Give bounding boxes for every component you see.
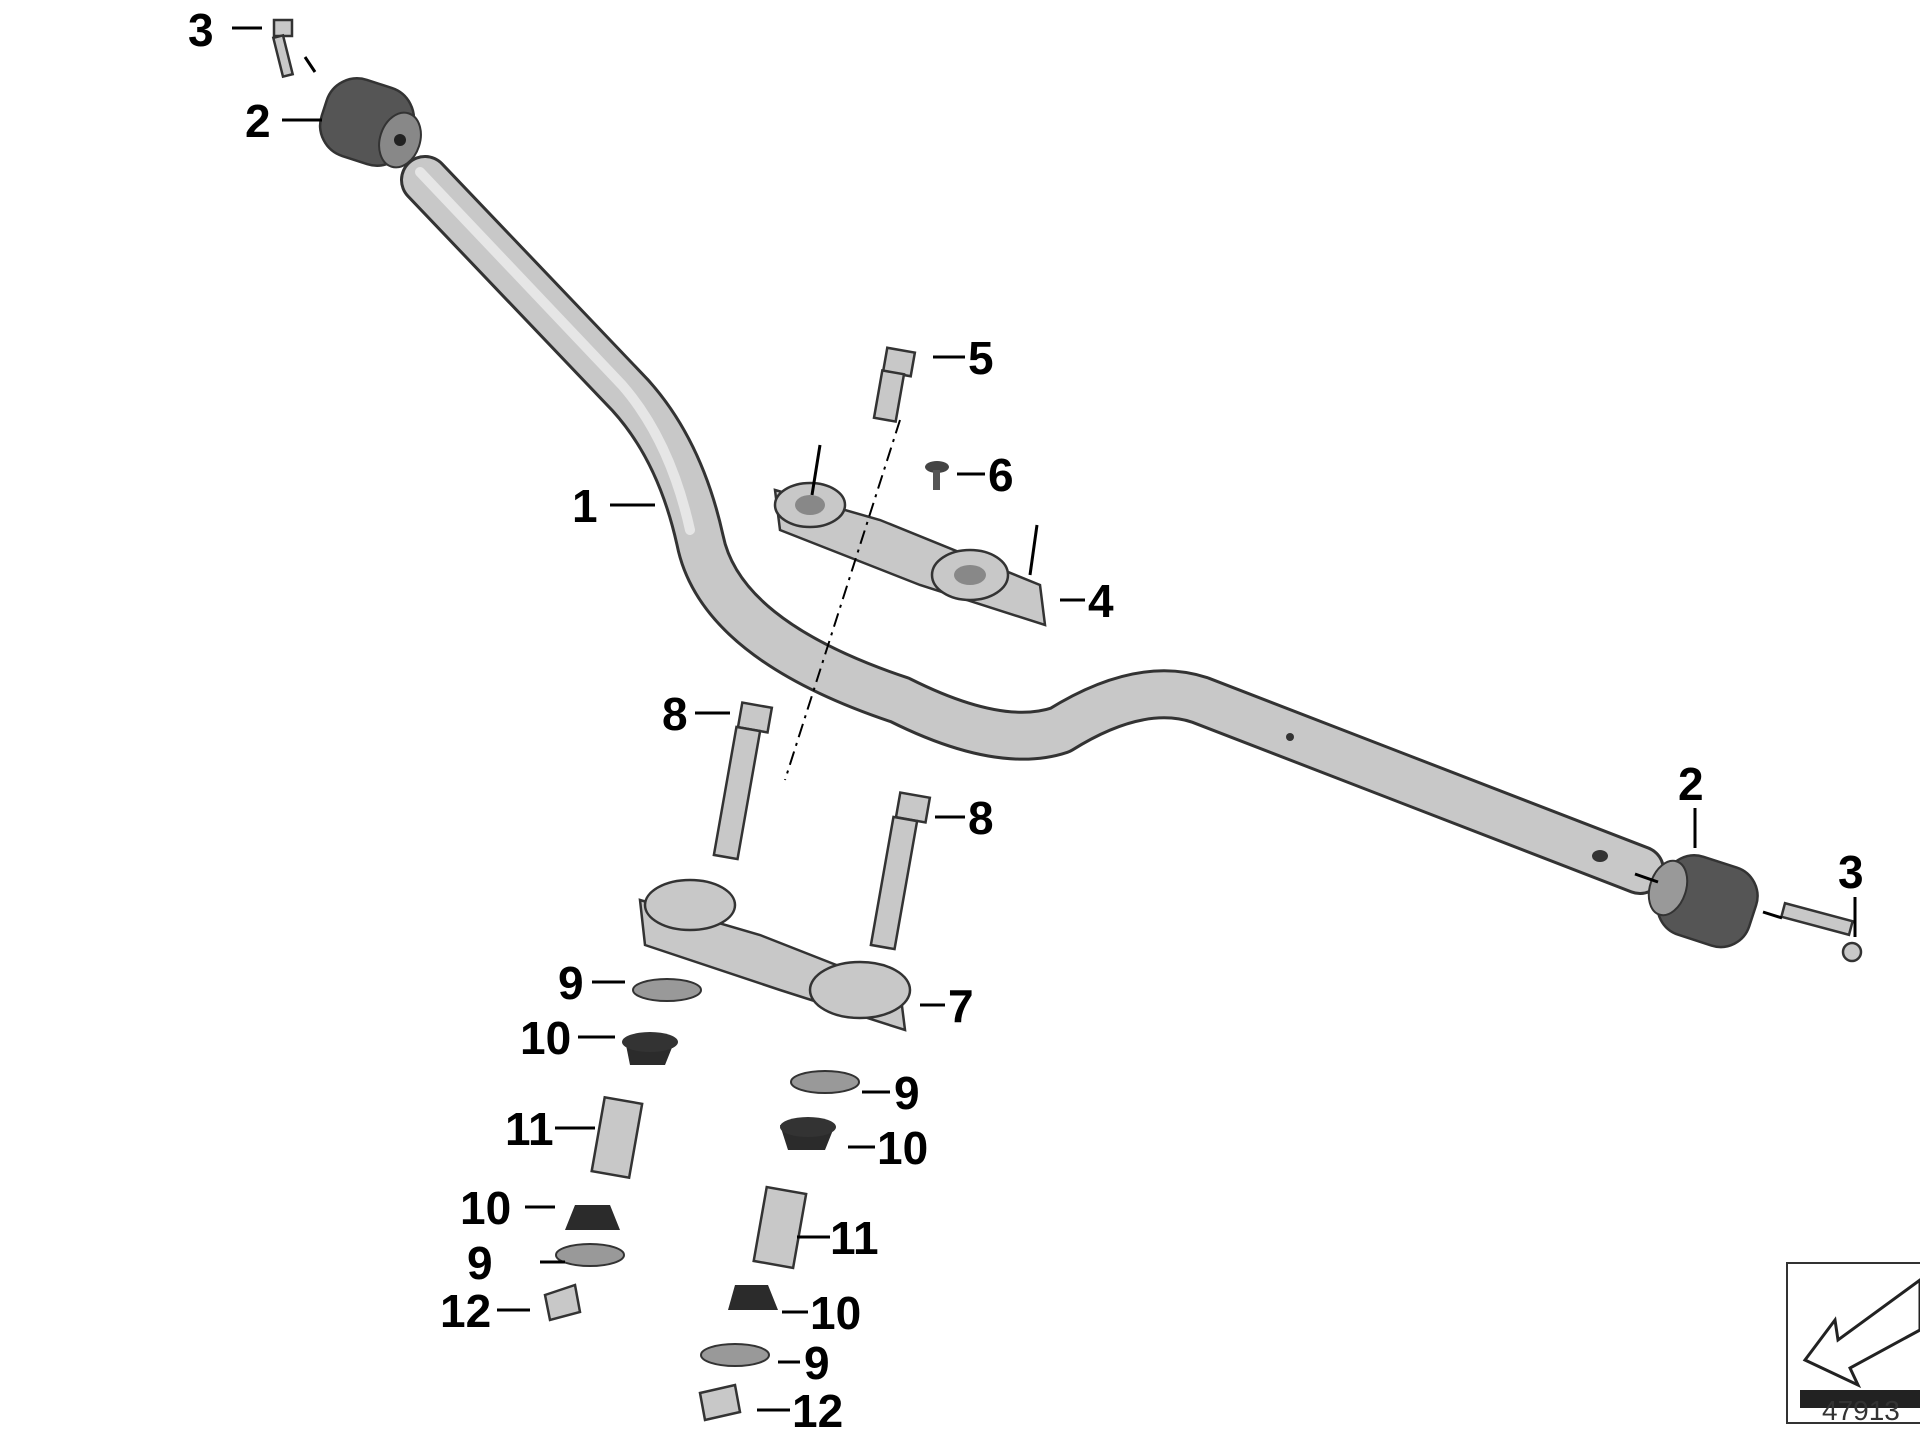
upper-clamp bbox=[773, 444, 1047, 627]
reference-box: 47913 bbox=[1786, 1262, 1920, 1426]
bar-end-weight-left bbox=[318, 77, 422, 169]
callout-label: 8 bbox=[662, 688, 688, 740]
callout-label: 5 bbox=[968, 332, 994, 384]
long-bolt-right bbox=[869, 791, 932, 951]
callout-label: 6 bbox=[988, 449, 1014, 501]
assembly-axis bbox=[784, 419, 901, 781]
washer-stack-left bbox=[543, 978, 702, 1322]
callout-label: 10 bbox=[877, 1122, 928, 1174]
callout-label: 9 bbox=[804, 1337, 830, 1389]
bar-end-weight-right bbox=[1647, 854, 1759, 949]
callout-label: 3 bbox=[188, 4, 214, 56]
leader-lines bbox=[232, 26, 1857, 1412]
direction-arrow-icon bbox=[1800, 1278, 1920, 1408]
callout-label: 2 bbox=[1678, 758, 1704, 810]
reference-number: 47913 bbox=[1822, 1395, 1900, 1426]
screw-right bbox=[1779, 901, 1863, 963]
callout-label: 10 bbox=[810, 1287, 861, 1339]
handlebar bbox=[400, 155, 1665, 895]
callout-labels: 3 2 1 2 3 4 5 6 7 8 8 9 9 9 9 10 10 10 1… bbox=[188, 4, 1864, 1437]
callout-label: 9 bbox=[558, 957, 584, 1009]
screw-top-left bbox=[271, 18, 295, 79]
small-screw bbox=[925, 461, 949, 490]
washer-stack-right bbox=[698, 1070, 860, 1422]
callout-label: 11 bbox=[830, 1212, 879, 1264]
long-bolt-left bbox=[712, 701, 774, 861]
callout-label: 7 bbox=[948, 980, 974, 1032]
callout-label: 11 bbox=[505, 1103, 554, 1155]
callout-label: 8 bbox=[968, 792, 994, 844]
callout-label: 10 bbox=[460, 1182, 511, 1234]
callout-label: 4 bbox=[1088, 575, 1114, 627]
axis-line bbox=[1762, 910, 1783, 920]
lower-clamp bbox=[638, 878, 912, 1032]
callout-label: 10 bbox=[520, 1012, 571, 1064]
clamp-bolt bbox=[872, 346, 917, 423]
callout-label: 9 bbox=[467, 1237, 493, 1289]
axis-line bbox=[1634, 872, 1659, 884]
callout-label: 12 bbox=[440, 1285, 491, 1337]
callout-label: 2 bbox=[245, 95, 271, 147]
axis-line bbox=[303, 56, 317, 73]
callout-label: 1 bbox=[572, 480, 598, 532]
callout-label: 12 bbox=[792, 1385, 843, 1437]
callout-label: 9 bbox=[894, 1067, 920, 1119]
callout-label: 3 bbox=[1838, 846, 1864, 898]
